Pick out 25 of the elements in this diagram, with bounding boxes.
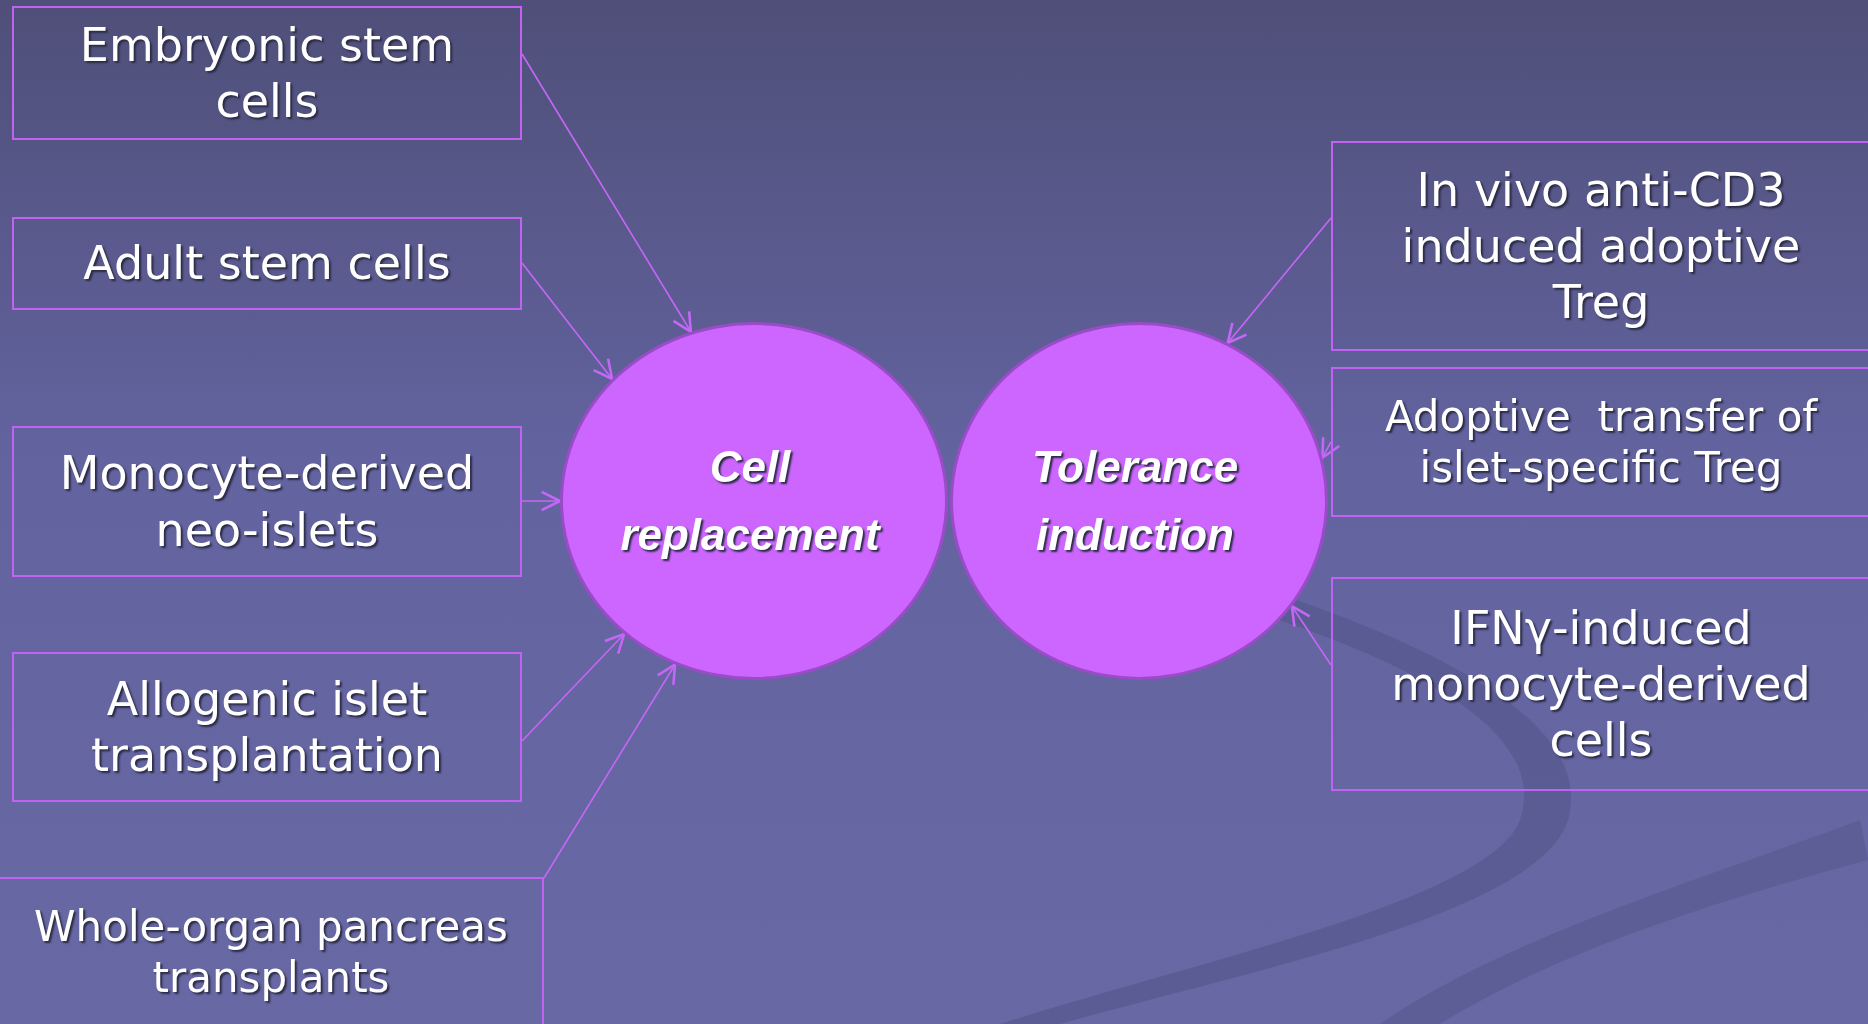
arrow bbox=[1321, 435, 1341, 459]
node-label: Allogenic islet transplantation bbox=[90, 670, 444, 784]
arrow bbox=[521, 262, 614, 381]
arrow bbox=[521, 490, 562, 512]
node-label: Adoptive transfer of islet-specific Treg bbox=[1383, 390, 1819, 494]
text-box bbox=[1331, 141, 1868, 351]
text-box bbox=[12, 652, 522, 802]
node-label: Cell replacement bbox=[619, 440, 882, 561]
arrow bbox=[1290, 604, 1332, 666]
arrow bbox=[521, 632, 626, 742]
node-label: Tolerance induction bbox=[1030, 440, 1240, 561]
text-box bbox=[0, 877, 544, 1024]
node-label: IFNγ-induced monocyte-derived cells bbox=[1390, 599, 1812, 769]
text-box bbox=[1331, 367, 1868, 517]
node-label: Monocyte-derived neo-islets bbox=[58, 445, 476, 558]
text-box bbox=[12, 217, 522, 310]
node-label: Whole-organ pancreas transplants bbox=[33, 900, 509, 1004]
node-label: Embryonic stem cells bbox=[78, 16, 456, 130]
node-label: In vivo anti-CD3 induced adoptive Treg bbox=[1400, 161, 1802, 331]
text-box bbox=[1331, 577, 1868, 791]
arrow bbox=[543, 663, 677, 879]
arrow bbox=[1226, 217, 1332, 345]
text-box bbox=[12, 426, 522, 577]
text-box bbox=[12, 6, 522, 140]
node-label: Adult stem cells bbox=[82, 235, 452, 292]
